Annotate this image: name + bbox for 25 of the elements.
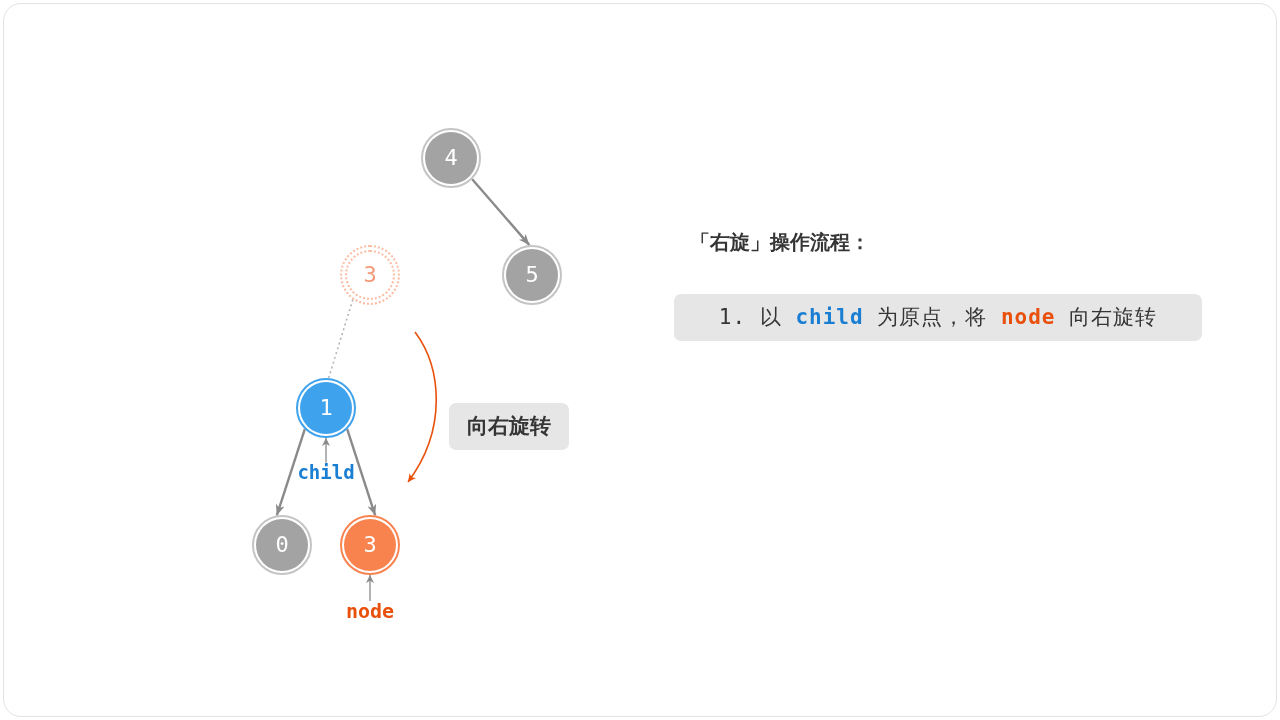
node-value: 0 xyxy=(275,534,289,556)
node-value: 5 xyxy=(525,264,539,286)
arrow xyxy=(471,178,531,246)
rotation-label: 向右旋转 xyxy=(467,413,551,440)
tree-node xyxy=(252,515,312,575)
heading: 「右旋」操作流程： xyxy=(690,230,870,254)
node-value: 3 xyxy=(363,534,377,556)
step-panel xyxy=(674,294,1202,341)
pointer-arrow xyxy=(366,574,374,602)
node-value: 3 xyxy=(363,264,377,286)
pointer-label: node xyxy=(345,601,395,621)
node-value: 4 xyxy=(444,147,458,169)
pointer-label: child xyxy=(297,462,355,482)
arrow xyxy=(275,428,306,516)
arrow xyxy=(346,428,377,516)
dotted-line xyxy=(327,298,354,379)
pointer-arrow xyxy=(322,437,330,464)
tree-node xyxy=(296,378,356,438)
node-value: 1 xyxy=(319,397,333,419)
step-text: 1. 以 child 为原点，将 node 向右旋转 xyxy=(718,304,1158,331)
tree-node xyxy=(421,128,481,188)
tree-node xyxy=(340,515,400,575)
rotation-tag xyxy=(449,403,569,450)
dotted-tree-node xyxy=(340,245,400,305)
tree-node xyxy=(502,245,562,305)
